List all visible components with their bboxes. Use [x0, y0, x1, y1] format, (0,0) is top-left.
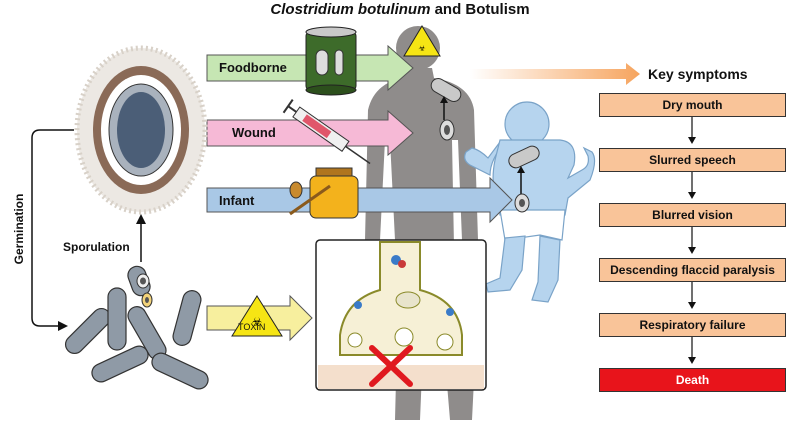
- route-label-foodborne: Foodborne: [219, 60, 287, 75]
- diagram-title: Clostridium botulinum and Botulism: [270, 1, 530, 18]
- symptom-box-slurred-speech: Slurred speech: [599, 148, 786, 172]
- sporulation-label: Sporulation: [63, 240, 130, 254]
- bacteria-icon: [430, 78, 462, 141]
- biohazard-icon: ☣: [231, 295, 283, 337]
- route-label-infant: Infant: [219, 193, 255, 208]
- germination-label: Germination: [12, 193, 26, 265]
- bacteria-icon: [508, 145, 540, 213]
- bacteria-icon: [64, 265, 209, 390]
- symptom-box-paralysis: Descending flaccid paralysis: [599, 258, 786, 282]
- route-arrow-wound: [206, 109, 414, 157]
- svg-text:☣: ☣: [418, 44, 426, 53]
- symptom-arrow: [470, 63, 640, 85]
- svg-text:☣: ☣: [252, 315, 263, 329]
- synapse-icon: [315, 239, 487, 391]
- symptom-box-dry-mouth: Dry mouth: [599, 93, 786, 117]
- route-label-wound: Wound: [232, 125, 276, 140]
- spore-icon: [74, 45, 208, 215]
- key-symptoms-header: Key symptoms: [648, 66, 748, 82]
- biohazard-icon: ☣: [403, 25, 441, 57]
- route-arrow-infant: [206, 176, 513, 224]
- symptom-box-death: Death: [599, 368, 786, 392]
- symptom-box-blurred-vision: Blurred vision: [599, 203, 786, 227]
- toxin-label: TOXIN: [238, 322, 266, 332]
- honey-jar-icon: [289, 167, 359, 219]
- symptom-box-respiratory-failure: Respiratory failure: [599, 313, 786, 337]
- syringe-icon: [282, 99, 371, 165]
- x-mark-icon: [369, 345, 413, 387]
- symptom-flow-arrows: [688, 117, 696, 364]
- can-icon: [305, 26, 357, 96]
